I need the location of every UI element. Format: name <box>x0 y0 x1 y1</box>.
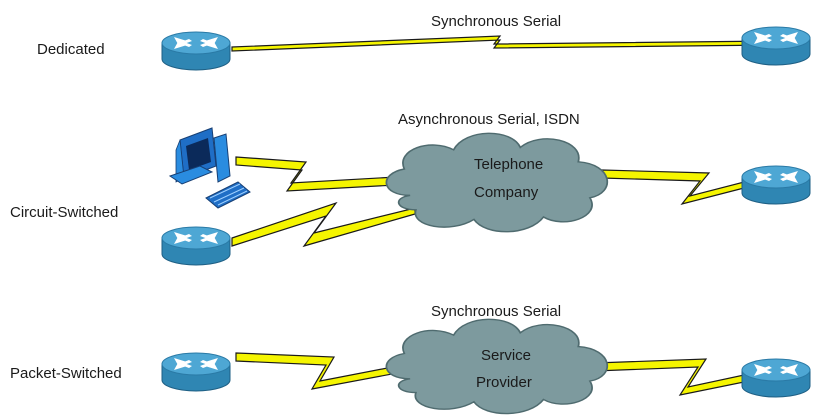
workstation-icon <box>168 127 251 209</box>
router-icon <box>161 31 231 71</box>
row-label-packet-switched: Packet-Switched <box>10 365 122 382</box>
cloud-label-company: Company <box>474 184 539 201</box>
link-label-circuit-switched: Asynchronous Serial, ISDN <box>398 111 580 128</box>
link-label-dedicated: Synchronous Serial <box>431 13 561 30</box>
serial-link-bolt <box>231 201 416 248</box>
serial-link-bolt <box>231 35 777 52</box>
cloud-label-telephone: Telephone <box>474 156 543 173</box>
serial-link-bolt <box>601 169 745 206</box>
serial-link-bolt <box>235 352 409 390</box>
row-label-dedicated: Dedicated <box>37 41 105 58</box>
router-icon <box>161 352 231 392</box>
link-label-packet-switched: Synchronous Serial <box>431 303 561 320</box>
cloud-label-service: Service <box>481 347 531 364</box>
router-icon <box>741 165 811 205</box>
cloud-icon <box>385 132 609 233</box>
serial-link-bolt <box>235 156 397 192</box>
serial-link-bolt <box>594 358 745 396</box>
cloud-icon <box>385 318 609 415</box>
router-icon <box>161 226 231 266</box>
cloud-label-provider: Provider <box>476 374 532 391</box>
router-icon <box>741 358 811 398</box>
row-label-circuit-switched: Circuit-Switched <box>10 204 118 221</box>
router-icon <box>741 26 811 66</box>
